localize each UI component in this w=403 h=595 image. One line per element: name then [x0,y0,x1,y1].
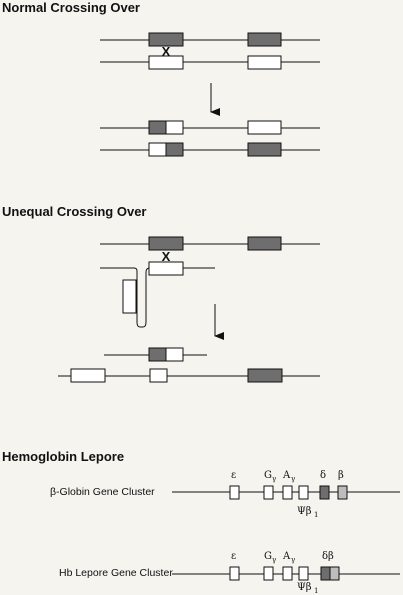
beta-globin-cluster: ε G γ A γ δ β Ψβ 1 [172,470,400,519]
gene-dark-half [165,142,184,157]
g-gamma-label: G [264,551,272,562]
g-gamma-gene-box [263,566,274,581]
psi-beta-label: Ψβ [297,582,312,593]
hb-lepore-cluster-label: Hb Lepore Gene Cluster [59,567,173,579]
delta-beta-label: δβ [322,551,334,562]
gene-white-box [148,261,184,276]
a-gamma-label: A [282,470,291,481]
heading-unequal-crossing-over: Unequal Crossing Over [2,204,147,219]
unequal-after-group [58,347,320,383]
gene-white-half [148,142,167,157]
delta-gene-box [319,485,330,500]
a-gamma-gene-box [282,485,293,500]
psi-beta-subscript: 1 [314,511,318,519]
heading-hemoglobin-lepore: Hemoglobin Lepore [2,449,125,464]
unequal-before-group: X [100,236,320,328]
psi-beta-label: Ψβ [297,506,312,517]
a-gamma-subscript: γ [291,556,295,564]
delta-beta-fusion-light-half [329,566,340,581]
gene-dark-box [247,368,283,383]
epsilon-label: ε [231,470,236,481]
gene-white-box-looped [122,279,137,314]
beta-globin-cluster-label: β-Globin Gene Cluster [50,486,155,498]
psi-beta-subscript: 1 [314,587,318,595]
crossover-mark: X [162,44,171,59]
gene-white-half [165,120,184,135]
misaligned-chromosome-loop [100,267,215,328]
delta-label: δ [320,470,326,481]
g-gamma-subscript: γ [272,556,276,564]
epsilon-gene-box [229,566,240,581]
crossover-mark: X [162,249,171,264]
heading-normal-crossing-over: Normal Crossing Over [2,0,140,15]
beta-label: β [338,470,344,481]
gene-dark-half [148,347,167,362]
gene-dark-box [247,142,282,157]
g-gamma-label: G [264,470,272,481]
gene-white-small-box [149,368,168,383]
normal-before-group: X [100,32,320,70]
gene-dark-half [148,120,167,135]
gene-white-box [247,55,282,70]
psi-beta-gene-box [298,485,309,500]
a-gamma-label: A [282,551,291,562]
g-gamma-gene-box [263,485,274,500]
gene-dark-box [148,32,184,47]
hb-lepore-cluster: ε G γ A γ δβ Ψβ 1 [172,551,400,595]
gene-white-box [247,120,282,135]
beta-gene-box [337,485,348,500]
delta-beta-fusion-dark-half [320,566,331,581]
a-gamma-gene-box [282,566,293,581]
a-gamma-subscript: γ [291,475,295,483]
gene-white-box [148,55,184,70]
epsilon-label: ε [231,551,236,562]
psi-beta-gene-box [298,566,309,581]
gene-dark-box [148,236,184,251]
gene-white-box [70,368,106,383]
g-gamma-subscript: γ [272,475,276,483]
gene-dark-box [247,236,282,251]
gene-white-half [165,347,184,362]
normal-after-group [100,120,320,157]
gene-dark-box [247,32,282,47]
epsilon-gene-box [229,485,240,500]
